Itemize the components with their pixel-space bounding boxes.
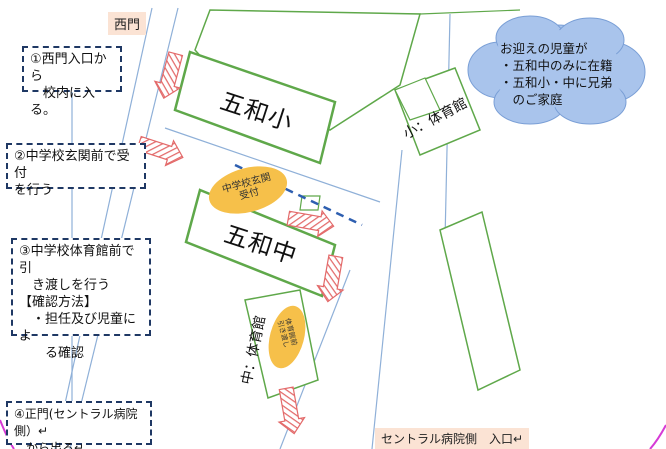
arrow-5 bbox=[277, 386, 306, 435]
step-2-box: ②中学校玄関前で受付 を行う bbox=[6, 143, 146, 198]
road-line-west-1 bbox=[69, 7, 179, 449]
cloud-text: お迎えの児童が ・五和中のみに在籍 ・五和小・中に兄弟 のご家庭 bbox=[500, 41, 613, 107]
junior-high-building bbox=[184, 188, 337, 298]
right-building bbox=[439, 210, 521, 392]
route-dashed-line bbox=[234, 163, 363, 227]
reception-oval bbox=[208, 166, 288, 214]
entrance-box bbox=[299, 195, 321, 211]
road-line-right-1 bbox=[371, 149, 403, 449]
corner-curve-right bbox=[649, 424, 666, 449]
central-entrance-label: セントラル病院側 入口↵ bbox=[375, 428, 530, 449]
step-4-box: ④正門(セントラル病院側）↵ から出る↵ bbox=[6, 401, 152, 449]
road-line-west-2 bbox=[54, 7, 153, 449]
handover-oval bbox=[268, 305, 306, 369]
arrow-3 bbox=[286, 209, 335, 238]
road-line-inner bbox=[164, 127, 381, 203]
arrow-4 bbox=[316, 254, 345, 303]
west-gate-label: 西門 bbox=[108, 12, 147, 35]
elementary-gym-annex bbox=[394, 77, 441, 121]
cloud-fill-cover bbox=[489, 27, 622, 114]
step-1-box: ①西門入口から 校内に入る。 bbox=[22, 46, 122, 118]
elementary-building bbox=[173, 50, 337, 165]
arrow-1 bbox=[153, 51, 184, 100]
step-3-box: ③中学校体育館前で引 き渡しを行う 【確認方法】 ・担任及び児童によ る確認 bbox=[11, 238, 151, 361]
